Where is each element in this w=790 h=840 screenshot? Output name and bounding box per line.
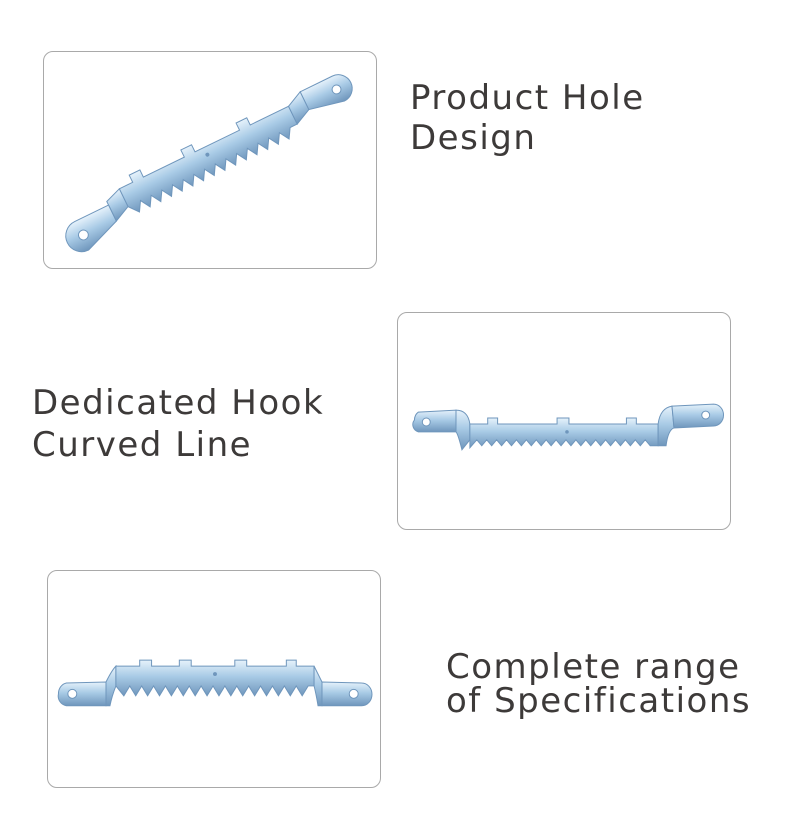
sawtooth-hanger-angled-image (65, 74, 353, 253)
sawtooth-hanger-curved-image (412, 403, 724, 451)
caption-product-hole-design: Product Hole Design (410, 78, 645, 158)
product-image-frame-curved-line (397, 312, 731, 530)
caption-line: Complete range (446, 647, 741, 687)
caption-line: Design (410, 118, 537, 158)
caption-line: Curved Line (32, 425, 253, 465)
caption-line: Product Hole (410, 78, 645, 118)
caption-line: Dedicated Hook (32, 383, 325, 423)
product-image-frame-hole-design (43, 51, 377, 269)
caption-dedicated-hook-curved-line: Dedicated Hook Curved Line (32, 382, 324, 466)
product-image-frame-specifications (47, 570, 381, 788)
caption-complete-range-of-specifications: Complete range of Specifications (446, 650, 751, 718)
sawtooth-hanger-flat-image (57, 659, 373, 707)
caption-line: of Specifications (446, 681, 752, 721)
